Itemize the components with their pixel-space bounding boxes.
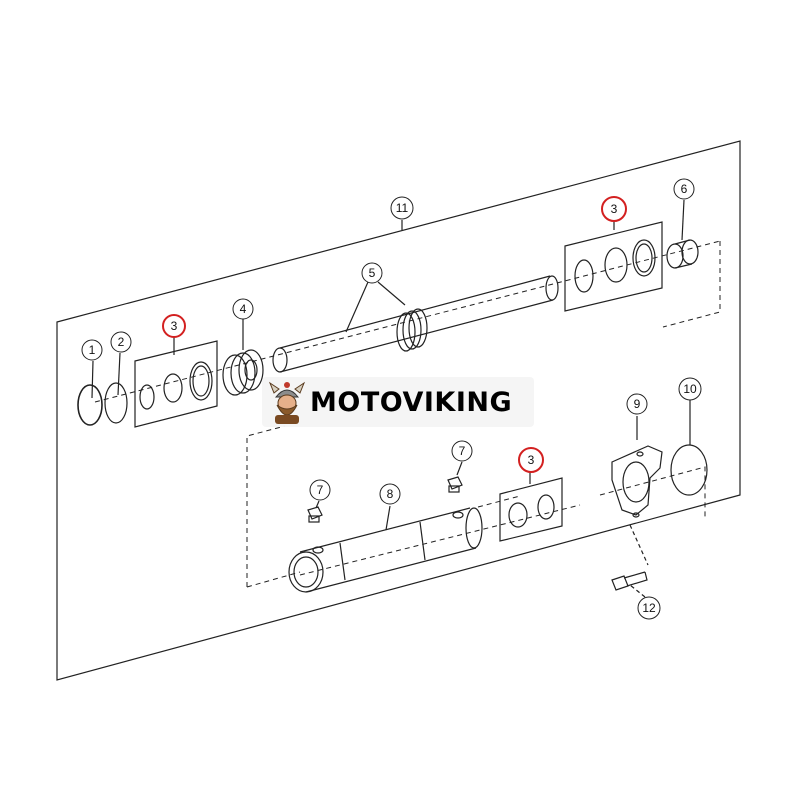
seal-kit-box-left (134, 340, 218, 428)
o-ring-large-part (670, 444, 708, 496)
callout-5: 5 (361, 262, 383, 284)
callout-7-left: 7 (309, 479, 331, 501)
svg-text:8: 8 (387, 487, 394, 501)
seal-ring (632, 239, 656, 277)
callout-6: 6 (673, 178, 695, 200)
assembly-frame (56, 140, 741, 681)
seal-ring (574, 259, 594, 293)
callout-4: 4 (232, 298, 254, 320)
viking-mascot-icon (268, 381, 306, 424)
svg-text:6: 6 (681, 182, 688, 196)
svg-text:3: 3 (611, 202, 618, 216)
lower-dashed-outline (246, 425, 706, 588)
watermark-banner: MOTOVIKING (262, 377, 534, 427)
o-ring-part (104, 382, 128, 424)
svg-text:2: 2 (118, 335, 125, 349)
callout-10: 10 (678, 377, 702, 401)
callout-3-top: 3 (601, 196, 627, 222)
svg-text:12: 12 (642, 601, 656, 615)
seal-ring (508, 502, 528, 528)
seal-ring (189, 361, 213, 401)
leader-6 (681, 199, 685, 241)
seal-ring (192, 365, 210, 397)
svg-text:4: 4 (240, 302, 247, 316)
bolt-part (611, 571, 648, 591)
seal-ring (139, 384, 155, 410)
callout-11: 11 (390, 196, 414, 220)
seal-kit-box-top (564, 221, 663, 312)
seal-ring (537, 494, 555, 520)
svg-text:3: 3 (528, 453, 535, 467)
seal-kit-box-bottom (499, 477, 563, 542)
leader-12 (629, 524, 649, 598)
leader-5 (345, 281, 406, 333)
callout-12: 12 (637, 596, 661, 620)
cylinder-barrel-part (288, 507, 483, 593)
svg-text:3: 3 (171, 319, 178, 333)
watermark-brand-text: MOTOVIKING (310, 386, 513, 418)
svg-text:5: 5 (369, 266, 376, 280)
callout-7-right: 7 (451, 440, 473, 462)
svg-text:1: 1 (89, 343, 96, 357)
svg-text:10: 10 (683, 382, 697, 396)
clamp-part (611, 445, 663, 518)
seal-ring (635, 243, 653, 273)
grease-fitting-part-left (307, 506, 323, 523)
snap-ring-part (77, 384, 103, 426)
svg-text:7: 7 (317, 483, 324, 497)
lower-axis-line (299, 504, 581, 576)
callout-9: 9 (626, 393, 648, 415)
seal-ring (604, 247, 628, 283)
upper-dashed-outline (662, 241, 721, 328)
grease-fitting-part-right (447, 476, 463, 493)
callout-2: 2 (110, 331, 132, 353)
piston-part (222, 349, 264, 396)
svg-text:11: 11 (396, 201, 409, 215)
leader-1 (91, 360, 94, 399)
svg-text:7: 7 (459, 444, 466, 458)
leader-7-right (456, 461, 463, 476)
callout-3-left: 3 (162, 314, 186, 338)
callout-3-bottom: 3 (518, 447, 544, 473)
seal-ring (163, 373, 183, 403)
callout-1: 1 (81, 339, 103, 361)
callout-8: 8 (379, 483, 401, 505)
bushing-part (666, 239, 699, 269)
leader-2 (117, 352, 121, 396)
leader-8 (385, 505, 391, 531)
piston-rod-part (272, 275, 559, 373)
svg-text:9: 9 (634, 397, 641, 411)
